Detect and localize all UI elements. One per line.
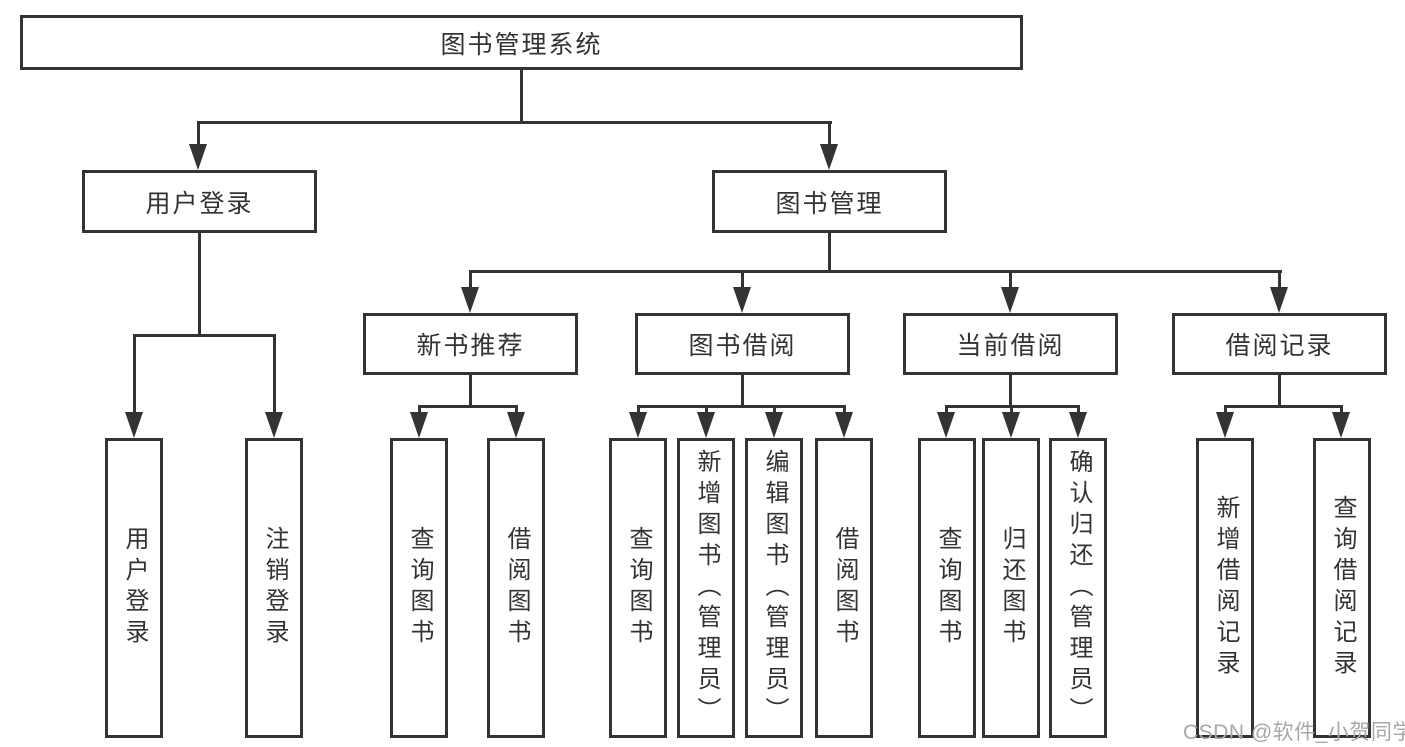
line <box>1009 375 1012 407</box>
line <box>1224 405 1343 408</box>
node-current-borrow: 当前借阅 <box>903 313 1118 375</box>
leaf-return-book: 归还图书 <box>982 438 1040 738</box>
leaf-query-book-recommend: 查询图书 <box>390 438 448 738</box>
arrow-down-icon <box>765 412 783 438</box>
leaf-confirm-return-admin: 确认归还（管理员） <box>1049 438 1107 738</box>
arrow-down-icon <box>1069 412 1087 438</box>
arrow-down-icon <box>410 412 428 438</box>
leaf-borrow-book: 借阅图书 <box>815 438 873 738</box>
arrow-down-icon <box>1216 412 1234 438</box>
line <box>741 375 744 407</box>
arrow-down-icon <box>1001 287 1019 313</box>
arrow-down-icon <box>1332 412 1350 438</box>
line <box>828 121 831 146</box>
line <box>469 270 472 288</box>
line <box>828 233 831 272</box>
arrow-down-icon <box>697 412 715 438</box>
line <box>637 405 846 408</box>
leaf-edit-book-admin: 编辑图书（管理员） <box>745 438 803 738</box>
node-new-book-recommend: 新书推荐 <box>363 313 578 375</box>
csdn-watermark: CSDN @软件_小贺同学 <box>1183 721 1405 744</box>
line <box>705 405 708 414</box>
line <box>1224 405 1227 414</box>
line <box>1077 405 1080 414</box>
line <box>418 405 421 414</box>
line <box>418 405 518 408</box>
arrow-down-icon <box>820 144 838 170</box>
line <box>1010 405 1013 414</box>
leaf-add-borrow-record: 新增借阅记录 <box>1196 438 1254 738</box>
line <box>1340 405 1343 414</box>
line <box>1009 270 1012 288</box>
line <box>197 121 832 124</box>
node-book-management: 图书管理 <box>712 170 947 233</box>
node-user-login: 用户登录 <box>82 170 317 233</box>
line <box>469 375 472 407</box>
leaf-add-book-admin: 新增图书（管理员） <box>677 438 735 738</box>
arrow-down-icon <box>265 412 283 438</box>
arrow-down-icon <box>1270 287 1288 313</box>
arrow-down-icon <box>1002 412 1020 438</box>
node-book-borrow: 图书借阅 <box>635 313 850 375</box>
line <box>637 405 640 414</box>
arrow-down-icon <box>189 144 207 170</box>
line <box>520 70 523 123</box>
arrow-down-icon <box>125 412 143 438</box>
line <box>945 405 948 414</box>
arrow-down-icon <box>733 287 751 313</box>
leaf-query-book-current: 查询图书 <box>918 438 976 738</box>
node-borrow-records: 借阅记录 <box>1172 313 1387 375</box>
line <box>133 334 276 337</box>
arrow-down-icon <box>937 412 955 438</box>
line <box>133 334 136 414</box>
line <box>515 405 518 414</box>
line <box>197 121 200 146</box>
line <box>469 270 1282 273</box>
line <box>741 270 744 288</box>
arrow-down-icon <box>629 412 647 438</box>
line <box>773 405 776 414</box>
line <box>843 405 846 414</box>
line <box>1278 270 1281 288</box>
leaf-logout: 注销登录 <box>245 438 303 738</box>
arrow-down-icon <box>507 412 525 438</box>
arrow-down-icon <box>461 287 479 313</box>
line <box>1278 375 1281 407</box>
leaf-borrow-book-recommend: 借阅图书 <box>487 438 545 738</box>
line <box>198 233 201 337</box>
leaf-query-borrow-record: 查询借阅记录 <box>1313 438 1371 738</box>
arrow-down-icon <box>835 412 853 438</box>
leaf-query-book-borrow: 查询图书 <box>609 438 667 738</box>
line <box>273 334 276 414</box>
node-library-system: 图书管理系统 <box>20 15 1023 70</box>
leaf-user-login: 用户登录 <box>105 438 163 738</box>
